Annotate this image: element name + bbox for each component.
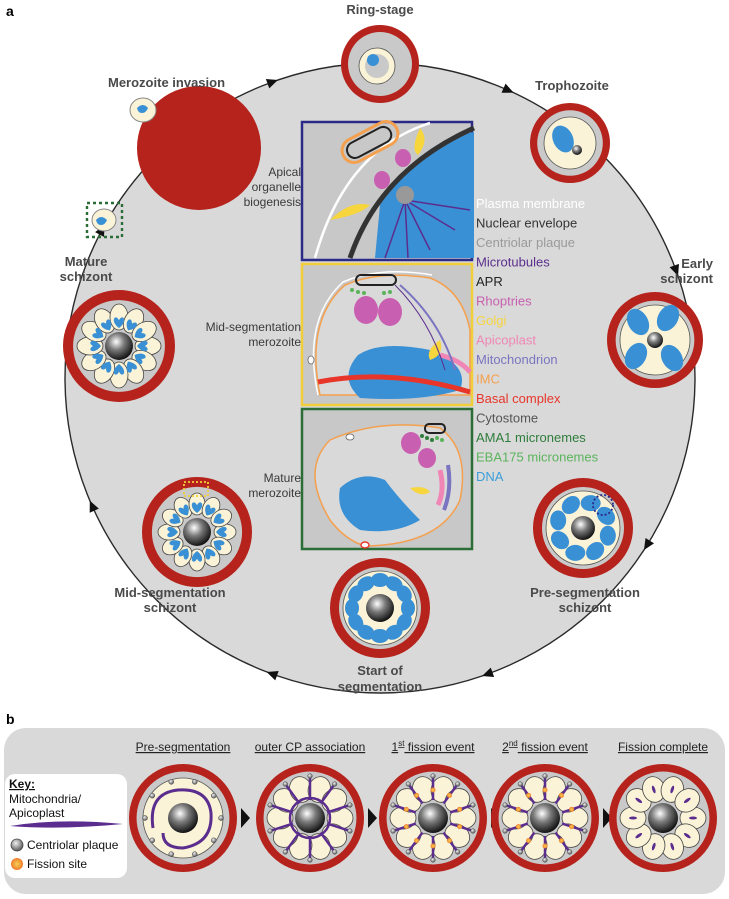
label-early-schizont-1: Early	[681, 256, 714, 271]
legend-item: AMA1 micronemes	[476, 430, 586, 445]
invasion-rbc	[137, 86, 261, 210]
panel-b-cell	[129, 764, 250, 872]
stage-cells	[63, 25, 703, 658]
panel-b-titles: Pre-segmentation outer CP association 1s…	[136, 739, 709, 754]
legend-item: Cytostome	[476, 411, 538, 426]
label-mature-mero-1: Mature	[264, 471, 302, 485]
key-cp: Centriolar plaque	[27, 838, 119, 852]
panel-b-cells	[129, 764, 717, 872]
panel-a-letter: a	[6, 3, 14, 19]
label-early-schizont-2: schizont	[660, 271, 713, 286]
cell-trophozoite	[530, 103, 610, 183]
inset-labels: Apical organelle biogenesis Mid-segmenta…	[206, 165, 302, 500]
key-mito-1: Mitochondria/	[9, 792, 82, 806]
step-arrow	[241, 808, 250, 828]
cell-midseg-schizont	[142, 477, 252, 587]
label-trophozoite: Trophozoite	[535, 78, 609, 93]
key-title: Key:	[9, 777, 35, 791]
stage-labels: Ring-stage Trophozoite Early schizont Pr…	[60, 2, 714, 694]
legend-item: DNA	[476, 469, 504, 484]
label-midseg-1: Mid-segmentation	[114, 585, 225, 600]
label-mature-schizont-2: schizont	[60, 269, 113, 284]
legend-item: Plasma membrane	[476, 196, 585, 211]
panel-b-cell	[256, 764, 377, 872]
legend-item: Basal complex	[476, 391, 561, 406]
title-first-fission: 1st fission event	[392, 739, 476, 754]
legend-item: Nuclear envelope	[476, 216, 577, 231]
cell-mature-schizont	[63, 290, 175, 402]
step-arrow	[603, 808, 612, 828]
inset-apical-biogenesis	[300, 120, 476, 262]
label-merozoite-invasion: Merozoite invasion	[108, 75, 225, 90]
inset-midseg-merozoite	[300, 262, 474, 407]
cycle-arrowhead	[501, 83, 514, 93]
legend-item: Golgi	[476, 313, 506, 328]
label-mature-schizont-1: Mature	[65, 254, 108, 269]
label-start-seg-2: segmentation	[338, 679, 423, 694]
step-arrow	[368, 808, 377, 828]
cycle-arrowhead	[266, 671, 279, 681]
label-ring-stage: Ring-stage	[346, 2, 413, 17]
cycle-arrowhead	[669, 263, 679, 276]
cell-early-schizont	[607, 292, 703, 388]
label-start-seg-1: Start of	[357, 663, 403, 678]
cycle-arrowhead	[482, 667, 495, 677]
panel-b-cell	[379, 764, 500, 872]
title-outer-cp: outer CP association	[255, 740, 366, 754]
title-preseg: Pre-segmentation	[136, 740, 231, 754]
panel-b-letter: b	[6, 711, 15, 727]
cycle-arrowhead	[265, 79, 278, 89]
label-midseg-2: schizont	[144, 600, 197, 615]
inset-mature-merozoite	[300, 407, 474, 551]
invading-merozoite	[129, 97, 157, 123]
panel-b-cell	[609, 764, 717, 872]
label-apical-2: organelle	[252, 180, 302, 194]
label-preseg-2: schizont	[559, 600, 612, 615]
key-box: Key: Mitochondria/ Apicoplast Centriolar…	[5, 774, 127, 878]
legend-item: IMC	[476, 372, 500, 387]
key-mito-2: Apicoplast	[9, 806, 65, 820]
cell-start-segmentation	[330, 558, 430, 658]
legend-item: Mitochondrion	[476, 352, 558, 367]
key-fission: Fission site	[27, 857, 87, 871]
label-midseg-mero-1: Mid-segmentation	[206, 320, 301, 334]
cell-preseg-schizont	[533, 478, 633, 578]
title-fission-complete: Fission complete	[618, 740, 708, 754]
legend-item: Centriolar plaque	[476, 235, 575, 250]
panel-b-cell	[491, 764, 612, 872]
legend-item: EBA175 micronemes	[476, 450, 599, 465]
title-second-fission: 2nd fission event	[502, 739, 588, 754]
label-preseg-1: Pre-segmentation	[530, 585, 640, 600]
label-apical-1: Apical	[268, 165, 301, 179]
key-cp-swatch	[10, 838, 24, 852]
label-midseg-mero-2: merozoite	[248, 335, 301, 349]
legend-item: Microtubules	[476, 255, 550, 270]
label-apical-3: biogenesis	[244, 195, 301, 209]
label-mature-mero-2: merozoite	[248, 486, 301, 500]
legend-item: Rhoptries	[476, 294, 532, 309]
mature-merozoite-box	[85, 201, 124, 239]
cycle-arrowhead	[643, 538, 655, 551]
cell-ring-stage	[341, 25, 419, 103]
cycle-arrowhead	[89, 500, 99, 513]
key-mito-swatch	[10, 821, 123, 828]
legend-item: Apicoplast	[476, 333, 536, 348]
key-fission-swatch	[11, 858, 23, 870]
legend-item: APR	[476, 274, 503, 289]
